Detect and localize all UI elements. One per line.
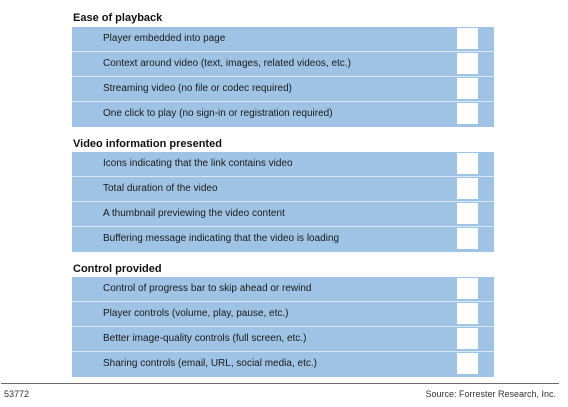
checklist-item-label: Control of progress bar to skip ahead or… [103,283,312,294]
checklist-item-label: Context around video (text, images, rela… [103,58,351,69]
checkbox[interactable] [457,178,478,199]
source-credit: Source: Forrester Research, Inc. [425,389,556,399]
checkbox[interactable] [457,353,478,374]
checkbox[interactable] [457,303,478,324]
checkbox[interactable] [457,103,478,124]
checklist-item-label: Better image-quality controls (full scre… [103,333,307,344]
checklist-row: Total duration of the video [72,177,494,202]
checklist-item-label: Player controls (volume, play, pause, et… [103,308,289,319]
checklist-item-label: One click to play (no sign-in or registr… [103,108,333,119]
checklist-item-label: Buffering message indicating that the vi… [103,233,340,244]
checklist-row: Control of progress bar to skip ahead or… [72,277,494,302]
checklist-group-video-information: Icons indicating that the link contains … [72,152,494,252]
checklist-group-control-provided: Control of progress bar to skip ahead or… [72,277,494,377]
footer-divider [1,383,559,384]
checklist-item-label: Player embedded into page [103,33,226,44]
checkbox[interactable] [457,28,478,49]
checklist-row: Player controls (volume, play, pause, et… [72,302,494,327]
checklist-row: Player embedded into page [72,27,494,52]
checklist-row: A thumbnail previewing the video content [72,202,494,227]
figure-id: 53772 [4,389,30,399]
checklist-item-label: Streaming video (no file or codec requir… [103,83,292,94]
checklist-row: One click to play (no sign-in or registr… [72,102,494,127]
checklist-item-label: Sharing controls (email, URL, social med… [103,358,317,369]
checkbox[interactable] [457,78,478,99]
section-title-video-information: Video information presented [73,138,222,150]
checklist-item-label: Total duration of the video [103,183,218,194]
section-title-control-provided: Control provided [73,263,162,275]
section-title-ease-of-playback: Ease of playback [73,12,163,24]
checklist-row: Icons indicating that the link contains … [72,152,494,177]
checklist-row: Streaming video (no file or codec requir… [72,77,494,102]
checkbox[interactable] [457,53,478,74]
checklist-item-label: Icons indicating that the link contains … [103,158,293,169]
checkbox[interactable] [457,328,478,349]
checklist-row: Buffering message indicating that the vi… [72,227,494,252]
checkbox[interactable] [457,278,478,299]
checklist-row: Sharing controls (email, URL, social med… [72,352,494,377]
checkbox[interactable] [457,203,478,224]
checklist-group-ease-of-playback: Player embedded into page Context around… [72,27,494,127]
checklist-row: Better image-quality controls (full scre… [72,327,494,352]
checkbox[interactable] [457,153,478,174]
checklist-row: Context around video (text, images, rela… [72,52,494,77]
checklist-item-label: A thumbnail previewing the video content [103,208,285,219]
checkbox[interactable] [457,228,478,249]
